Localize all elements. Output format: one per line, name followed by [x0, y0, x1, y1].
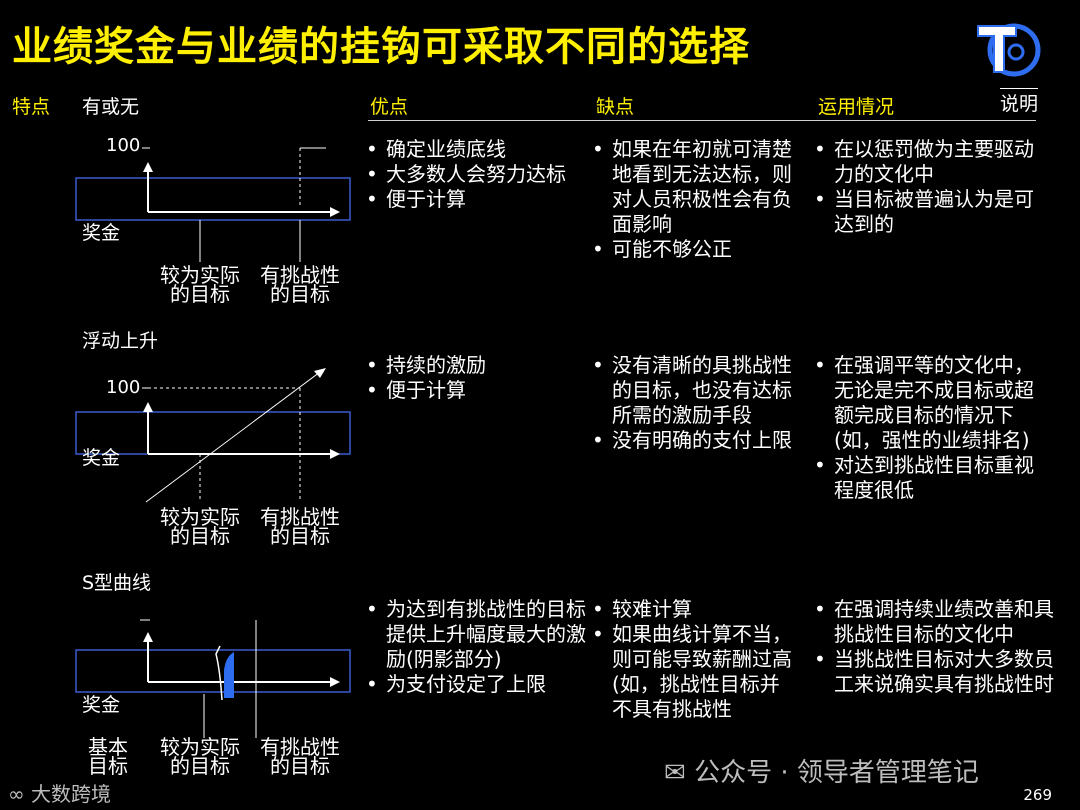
header-feature: 特点	[12, 96, 51, 118]
row3-xlabel-basic: 基本目标	[88, 735, 128, 778]
row3-xlabel-realistic: 较为实际的目标	[160, 735, 240, 778]
row1-pro-item: 确定业绩底线	[360, 137, 570, 162]
brand-logo-icon: ∞	[8, 782, 25, 806]
row1-pro-item: 大多数人会努力达标	[360, 162, 570, 187]
watermark-brand: ∞ 大数跨境	[8, 782, 112, 806]
logo-icon	[976, 20, 1042, 78]
row2-pro-item: 便于计算	[360, 378, 570, 403]
row1-pros: 确定业绩底线 大多数人会努力达标 便于计算	[360, 137, 570, 212]
row3-usage-item: 在强调持续业绩改善和具挑战性目标的文化中	[808, 597, 1058, 647]
row1-cons: 如果在年初就可清楚地看到无法达标，则对人员积极性会有负面影响 可能不够公正	[586, 137, 796, 262]
row3-con-item: 较难计算	[586, 597, 796, 622]
row2-usage-item: 在强调平等的文化中，无论是完不成目标或超额完成目标的情况下(如，强性的业绩排名)	[808, 353, 1048, 453]
row1-pro-item: 便于计算	[360, 187, 570, 212]
logo-caption: 说明	[1000, 88, 1039, 116]
page-title: 业绩奖金与业绩的挂钩可采取不同的选择	[12, 24, 750, 70]
row3-axis-label: 奖金	[82, 694, 121, 716]
diagram-all-or-nothing	[75, 147, 351, 262]
header-usage: 运用情况	[818, 96, 895, 118]
row2-xlabel-challenging: 有挑战性的目标	[260, 505, 340, 548]
row2-pros: 持续的激励 便于计算	[360, 353, 570, 403]
page-number: 269	[1023, 786, 1052, 804]
watermark-wechat: ✉ 公众号 · 领导者管理笔记	[664, 758, 979, 788]
header-pros: 优点	[370, 96, 409, 118]
row3-usage: 在强调持续业绩改善和具挑战性目标的文化中 当挑战性目标对大多数员工来说确实具有挑…	[808, 597, 1058, 697]
header-cons: 缺点	[596, 96, 635, 118]
diagram-s-curve	[75, 619, 351, 738]
header-type: 有或无	[82, 96, 140, 118]
row2-con-item: 没有明确的支付上限	[586, 428, 796, 453]
row3-xlabel-challenging: 有挑战性的目标	[260, 735, 340, 778]
row2-y-tick: 100	[106, 377, 141, 398]
row3-con-item: 如果曲线计算不当，则可能导致薪酬过高(如，挑战性目标并不具有挑战性	[586, 622, 796, 722]
diagram-floating-rise	[75, 368, 351, 503]
row1-usage-item: 当目标被普遍认为是可达到的	[808, 187, 1048, 237]
row1-y-tick: 100	[106, 135, 141, 156]
row2-usage-item: 对达到挑战性目标重视程度很低	[808, 453, 1048, 503]
row2-con-item: 没有清晰的具挑战性的目标，也没有达标所需的激励手段	[586, 353, 796, 428]
row3-pros: 为达到有挑战性的目标提供上升幅度最大的激励(阴影部分) 为支付设定了上限	[360, 597, 586, 697]
row1-xlabel-realistic: 较为实际的目标	[160, 263, 240, 306]
wechat-icon: ✉	[664, 758, 686, 788]
row3-pro-item: 为达到有挑战性的目标提供上升幅度最大的激励(阴影部分)	[360, 597, 586, 672]
row1-axis-label: 奖金	[82, 222, 121, 244]
row3-pro-item: 为支付设定了上限	[360, 672, 586, 697]
row3-type-label: S型曲线	[82, 572, 152, 594]
row1-con-item: 可能不够公正	[586, 237, 796, 262]
header-divider	[368, 120, 1036, 121]
row1-usage: 在以惩罚做为主要驱动力的文化中 当目标被普遍认为是可达到的	[808, 137, 1048, 237]
row2-type-label: 浮动上升	[82, 330, 159, 352]
row2-pro-item: 持续的激励	[360, 353, 570, 378]
row1-xlabel-challenging: 有挑战性的目标	[260, 263, 340, 306]
row2-cons: 没有清晰的具挑战性的目标，也没有达标所需的激励手段 没有明确的支付上限	[586, 353, 796, 453]
row2-usage: 在强调平等的文化中，无论是完不成目标或超额完成目标的情况下(如，强性的业绩排名)…	[808, 353, 1048, 503]
row2-axis-label: 奖金	[82, 447, 121, 469]
row2-xlabel-realistic: 较为实际的目标	[160, 505, 240, 548]
row1-con-item: 如果在年初就可清楚地看到无法达标，则对人员积极性会有负面影响	[586, 137, 796, 237]
row3-usage-item: 当挑战性目标对大多数员工来说确实具有挑战性时	[808, 647, 1058, 697]
row1-usage-item: 在以惩罚做为主要驱动力的文化中	[808, 137, 1048, 187]
row3-cons: 较难计算 如果曲线计算不当，则可能导致薪酬过高(如，挑战性目标并不具有挑战性	[586, 597, 796, 722]
